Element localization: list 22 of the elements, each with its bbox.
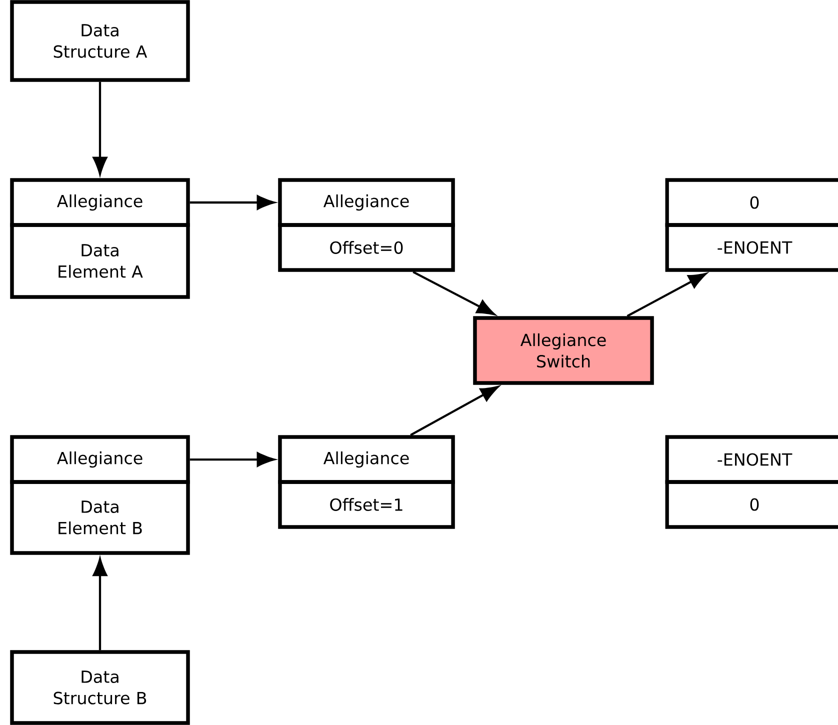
field-box: Offset=0 (278, 223, 455, 272)
field-box: Offset=1 (278, 480, 455, 529)
switch-box: Allegiance Switch (473, 316, 654, 385)
field-box: Allegiance (278, 178, 455, 227)
field-box: Allegiance (10, 178, 190, 227)
field-box: -ENOENT (665, 435, 838, 484)
arrow (626, 272, 706, 318)
field-box: 0 (665, 178, 838, 227)
structure-box: Data Structure A (10, 0, 190, 82)
field-box: 0 (665, 480, 838, 529)
field-box: Allegiance (278, 435, 455, 484)
arrow (92, 82, 108, 175)
arrow (410, 386, 499, 436)
field-box: -ENOENT (665, 223, 838, 272)
arrow (92, 558, 108, 650)
structure-box: Data Structure B (10, 650, 190, 725)
arrow (190, 452, 275, 467)
field-box: Allegiance (10, 435, 190, 484)
element-box: Data Element A (10, 223, 190, 299)
element-box: Data Element B (10, 480, 190, 555)
arrow (412, 270, 495, 316)
arrow (190, 195, 275, 210)
